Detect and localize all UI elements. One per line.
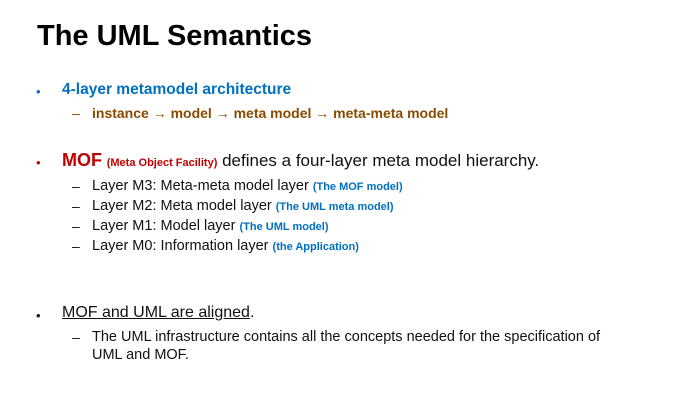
layer-chain: instance → model → meta model → meta-met… xyxy=(92,105,449,121)
layer-note: (The UML meta model) xyxy=(275,201,394,213)
mof-expansion: (Meta Object Facility) xyxy=(106,157,218,169)
bullet-mof: MOF (Meta Object Facility) defines a fou… xyxy=(62,150,539,171)
dash: – xyxy=(72,178,80,194)
layer-text: Layer M2: Meta model layer xyxy=(92,198,276,214)
bullet: • xyxy=(36,308,41,323)
layer-m0: Layer M0: Information layer (the Applica… xyxy=(92,238,359,254)
dash: – xyxy=(72,218,80,234)
bullet-architecture: 4-layer metamodel architecture xyxy=(62,81,292,98)
layer-m2: Layer M2: Meta model layer (The UML meta… xyxy=(92,198,394,214)
layer-text: Layer M0: Information layer xyxy=(92,238,273,254)
mof-description: defines a four-layer meta model hierarch… xyxy=(217,151,540,170)
bullet: • xyxy=(36,84,41,99)
layer-text: Layer M3: Meta-meta model layer xyxy=(92,178,313,194)
layer-text: Layer M1: Model layer xyxy=(92,218,240,234)
slide-title: The UML Semantics xyxy=(37,20,313,52)
dash: – xyxy=(72,329,80,345)
dash: – xyxy=(72,238,80,254)
mof-term: MOF xyxy=(62,150,102,170)
layer-note: (The UML model) xyxy=(239,221,329,233)
bullet: • xyxy=(36,155,41,170)
bullet-aligned: MOF and UML are aligned. xyxy=(62,304,254,322)
layer-m3: Layer M3: Meta-meta model layer (The MOF… xyxy=(92,178,403,194)
layer-note: (The MOF model) xyxy=(312,181,403,193)
period: . xyxy=(249,304,255,321)
dash: – xyxy=(72,198,80,214)
layer-note: (the Application) xyxy=(272,241,359,253)
infrastructure-line-2: UML and MOF. xyxy=(92,347,189,363)
infrastructure-line-1: The UML infrastructure contains all the … xyxy=(92,329,601,345)
dash: – xyxy=(72,105,80,121)
layer-m1: Layer M1: Model layer (The UML model) xyxy=(92,218,329,234)
aligned-text: MOF and UML are aligned xyxy=(62,304,250,321)
